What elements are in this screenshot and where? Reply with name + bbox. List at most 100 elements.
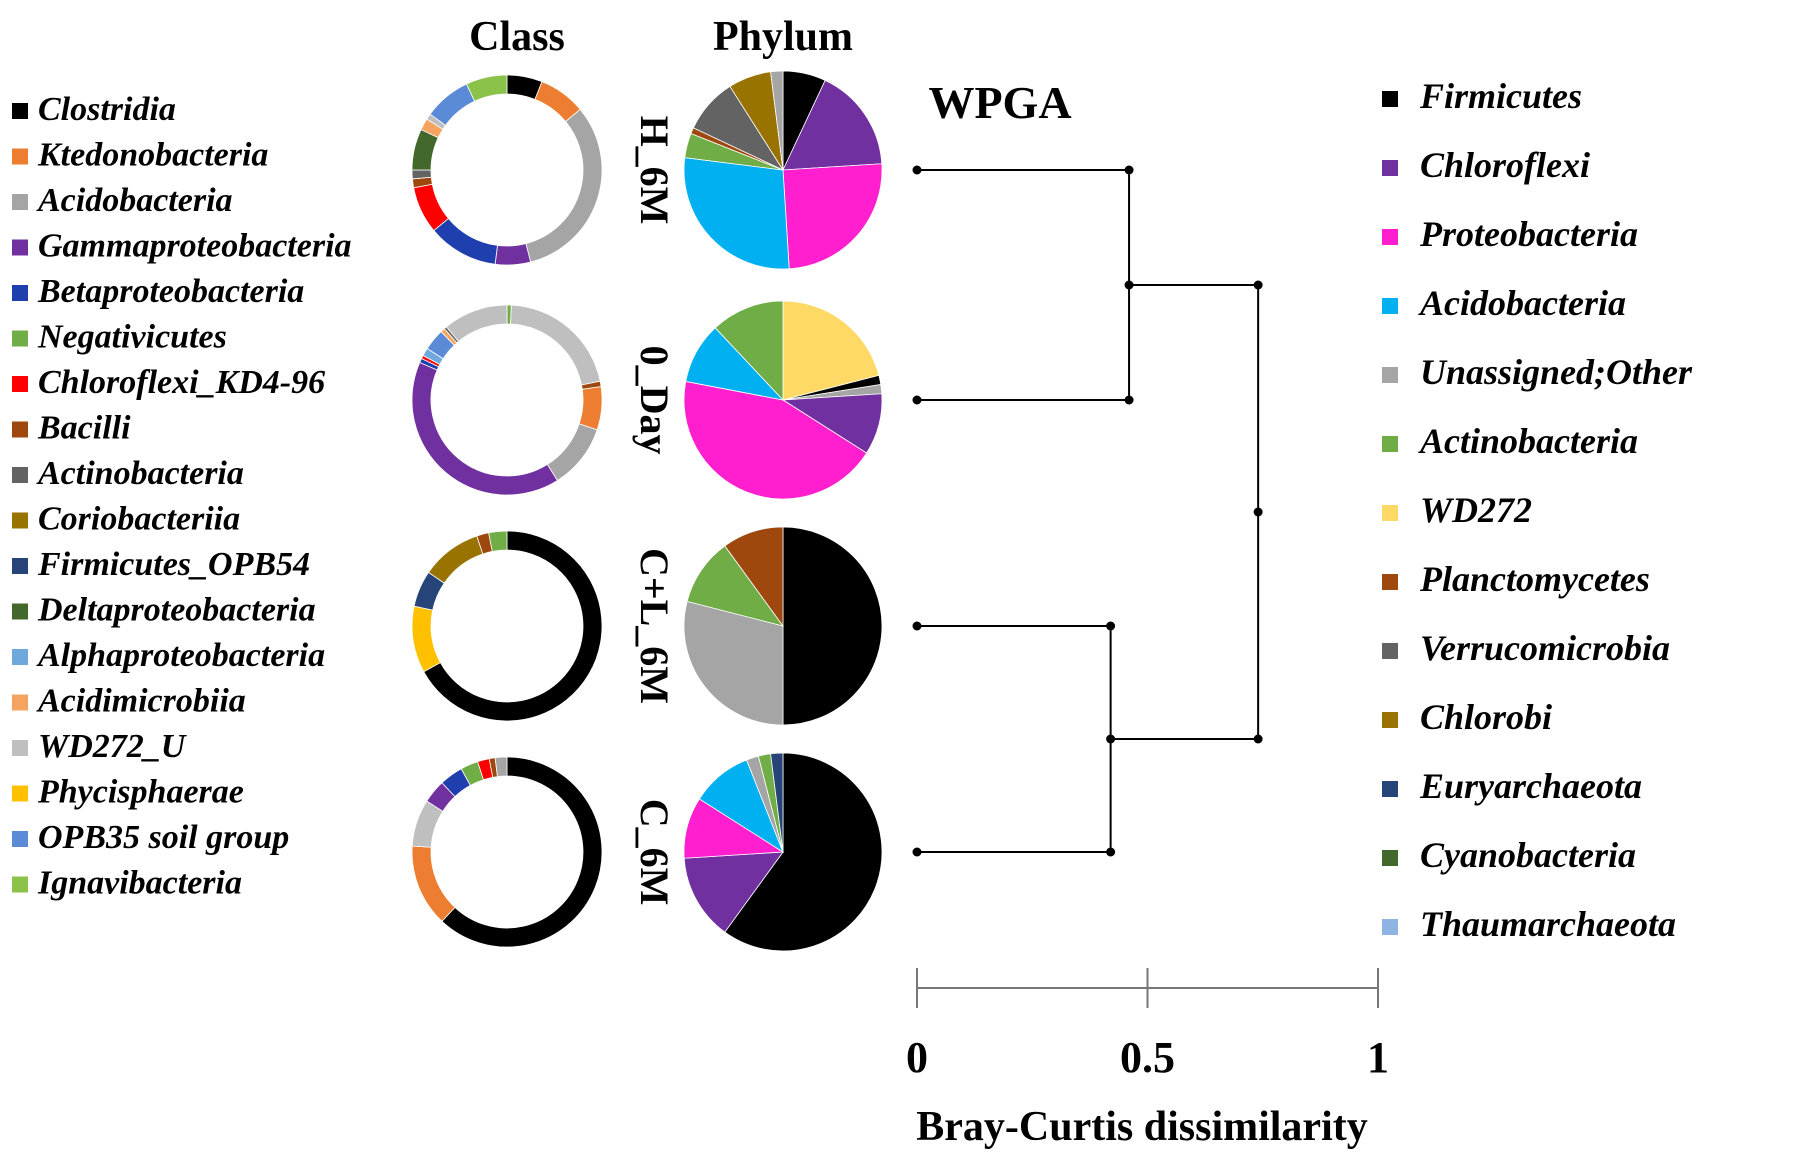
phylum-legend-label-chloroflexi: Chloroflexi: [1420, 145, 1590, 185]
donut-h-6m-actinobacteria-7: [411, 169, 432, 180]
phylum-legend-label-unassigned-other: Unassigned;Other: [1420, 352, 1693, 392]
sample-label-0-day: 0_Day: [632, 346, 677, 455]
class-legend-label-chloroflexi-kd4-96: Chloroflexi_KD4-96: [38, 364, 325, 401]
class-legend-label-ignavibacteria: Ignavibacteria: [37, 865, 242, 902]
class-legend-swatch-ignavibacteria: [12, 876, 28, 893]
x-axis-tick-label-0: 0: [906, 1033, 928, 1082]
pie-0-day-actinobacteria-6: [714, 300, 784, 402]
donut-h-6m-gammaproteobacteria-3: [494, 243, 532, 266]
class-legend-swatch-alphaproteobacteria: [12, 649, 28, 665]
phylum-legend-swatch-chloroflexi: [1382, 160, 1398, 176]
method-label: WPGA: [928, 77, 1071, 128]
class-legend-label-acidimicrobiia: Acidimicrobiia: [36, 683, 246, 720]
pie-h-6m-chloroflexi-1: [782, 79, 883, 171]
donut-0-day-acidobacteria-4: [546, 423, 598, 482]
class-legend-swatch-ktedonobacteria: [12, 148, 28, 165]
pie-0-day-wd272-0: [782, 300, 880, 401]
pie-0-day-proteobacteria-4: [683, 380, 868, 500]
donut-c-l-6m-negativicutes-5: [488, 530, 508, 552]
phylum-legend-swatch-cyanobacteria: [1382, 850, 1398, 866]
donut-h-6m-betaproteobacteria-4: [433, 217, 498, 265]
class-legend-label-negativicutes: Negativicutes: [37, 319, 227, 356]
dendro-root-mid: [1253, 507, 1263, 517]
class-legend-label-opb35-soil-group: OPB35 soil group: [38, 819, 289, 856]
pie-c-l-6m-planctomycetes-3: [724, 526, 784, 628]
class-legend-swatch-phycisphaerae: [12, 785, 28, 802]
phylum-legend-label-firmicutes: Firmicutes: [1419, 76, 1582, 116]
donut-0-day-ktedonobacteria-3: [578, 386, 603, 431]
phylum-legend-swatch-euryarchaeota: [1382, 781, 1398, 797]
donut-c-6m-acidobacteria-8: [494, 756, 508, 778]
class-legend-swatch-deltaproteobacteria: [12, 603, 28, 620]
dendro-root-b: [1253, 734, 1263, 744]
phylum-legend-swatch-wd272: [1382, 505, 1398, 521]
phylum-legend-label-proteobacteria: Proteobacteria: [1419, 214, 1638, 254]
class-legend-swatch-clostridia: [12, 103, 28, 119]
class-legend-label-bacilli: Bacilli: [37, 410, 131, 447]
dendro-node-0b: [1124, 395, 1134, 405]
sample-label-c-l-6m: C+L_6M: [632, 548, 677, 704]
phylum-pie-charts: [683, 70, 883, 952]
class-legend-label-deltaproteobacteria: Deltaproteobacteria: [37, 592, 316, 629]
phylum-legend-swatch-thaumarchaeota: [1382, 919, 1398, 935]
dendro-leaf-c-6m: [912, 847, 922, 857]
dendro-node-0a: [1124, 165, 1134, 175]
class-legend-label-gammaproteobacteria: Gammaproteobacteria: [38, 228, 352, 265]
class-legend-label-clostridia: Clostridia: [38, 91, 176, 128]
donut-c-6m-ktedonobacteria-1: [411, 845, 456, 922]
pie-c-l-6m-unassigned-other-1: [683, 600, 784, 726]
class-legend-swatch-negativicutes: [12, 330, 28, 347]
dendro-leaf-h-6m: [912, 165, 922, 175]
x-axis-label: Bray-Curtis dissimilarity: [916, 1104, 1367, 1150]
phylum-legend-swatch-verrucomicrobia: [1382, 643, 1398, 659]
class-donut-charts: [411, 74, 603, 948]
phylum-legend-swatch-actinobacteria: [1382, 436, 1398, 452]
class-legend: ClostridiaKtedonobacteriaAcidobacteriaGa…: [12, 91, 352, 902]
class-legend-label-ktedonobacteria: Ktedonobacteria: [37, 137, 268, 174]
sample-label-c-6m: C_6M: [632, 799, 677, 906]
dendro-leaf-0-day: [912, 395, 922, 405]
class-legend-swatch-opb35-soil-group: [12, 831, 28, 847]
class-legend-label-acidobacteria: Acidobacteria: [36, 182, 233, 219]
donut-c-6m-clostridia-0: [441, 756, 603, 948]
class-header: Class: [469, 14, 565, 60]
phylum-legend-swatch-acidobacteria: [1382, 298, 1398, 314]
class-legend-label-coriobacteriia: Coriobacteriia: [38, 501, 240, 538]
phylum-legend-label-chlorobi: Chlorobi: [1420, 697, 1552, 737]
dendro-node-1a: [1106, 621, 1116, 631]
phylum-legend-swatch-planctomycetes: [1382, 574, 1398, 590]
class-legend-label-firmicutes-opb54: Firmicutes_OPB54: [37, 546, 310, 583]
class-legend-swatch-betaproteobacteria: [12, 285, 28, 301]
class-legend-swatch-wd272-u: [12, 740, 28, 756]
phylum-legend: FirmicutesChloroflexiProteobacteriaAcido…: [1382, 76, 1693, 944]
pie-c-l-6m-actinobacteria-2: [686, 545, 784, 627]
donut-h-6m-ignavibacteria-12: [466, 74, 508, 102]
phylum-legend-label-cyanobacteria: Cyanobacteria: [1420, 835, 1636, 875]
pie-h-6m-acidobacteria-3: [683, 157, 790, 270]
class-legend-swatch-bacilli: [12, 421, 28, 438]
donut-h-6m-acidobacteria-2: [525, 108, 603, 263]
dendrogram: [912, 165, 1263, 857]
sample-label-h-6m: H_6M: [632, 116, 677, 225]
x-axis-tick-label-1: 0.5: [1120, 1033, 1175, 1082]
phylum-legend-label-wd272: WD272: [1420, 490, 1532, 530]
class-legend-swatch-acidobacteria: [12, 194, 28, 210]
phylum-legend-swatch-chlorobi: [1382, 712, 1398, 728]
dendro-root-a: [1253, 280, 1263, 290]
class-legend-label-wd272-u: WD272_U: [38, 728, 188, 765]
phylum-header: Phylum: [713, 14, 853, 60]
pie-c-l-6m-firmicutes-0: [782, 526, 883, 726]
phylum-legend-label-planctomycetes: Planctomycetes: [1419, 559, 1650, 599]
phylum-legend-label-acidobacteria: Acidobacteria: [1418, 283, 1626, 323]
phylum-legend-swatch-proteobacteria: [1382, 229, 1398, 245]
class-legend-swatch-chloroflexi-kd4-96: [12, 376, 28, 392]
class-legend-swatch-actinobacteria: [12, 467, 28, 483]
phylum-legend-label-actinobacteria: Actinobacteria: [1418, 421, 1638, 461]
donut-c-l-6m-coriobacteriia-3: [427, 535, 484, 584]
pie-h-6m-proteobacteria-2: [782, 163, 883, 270]
phylum-legend-swatch-firmicutes: [1382, 91, 1398, 107]
pie-c-6m-firmicutes-0: [724, 752, 883, 952]
donut-0-day-gammaproteobacteria-5: [411, 361, 558, 496]
